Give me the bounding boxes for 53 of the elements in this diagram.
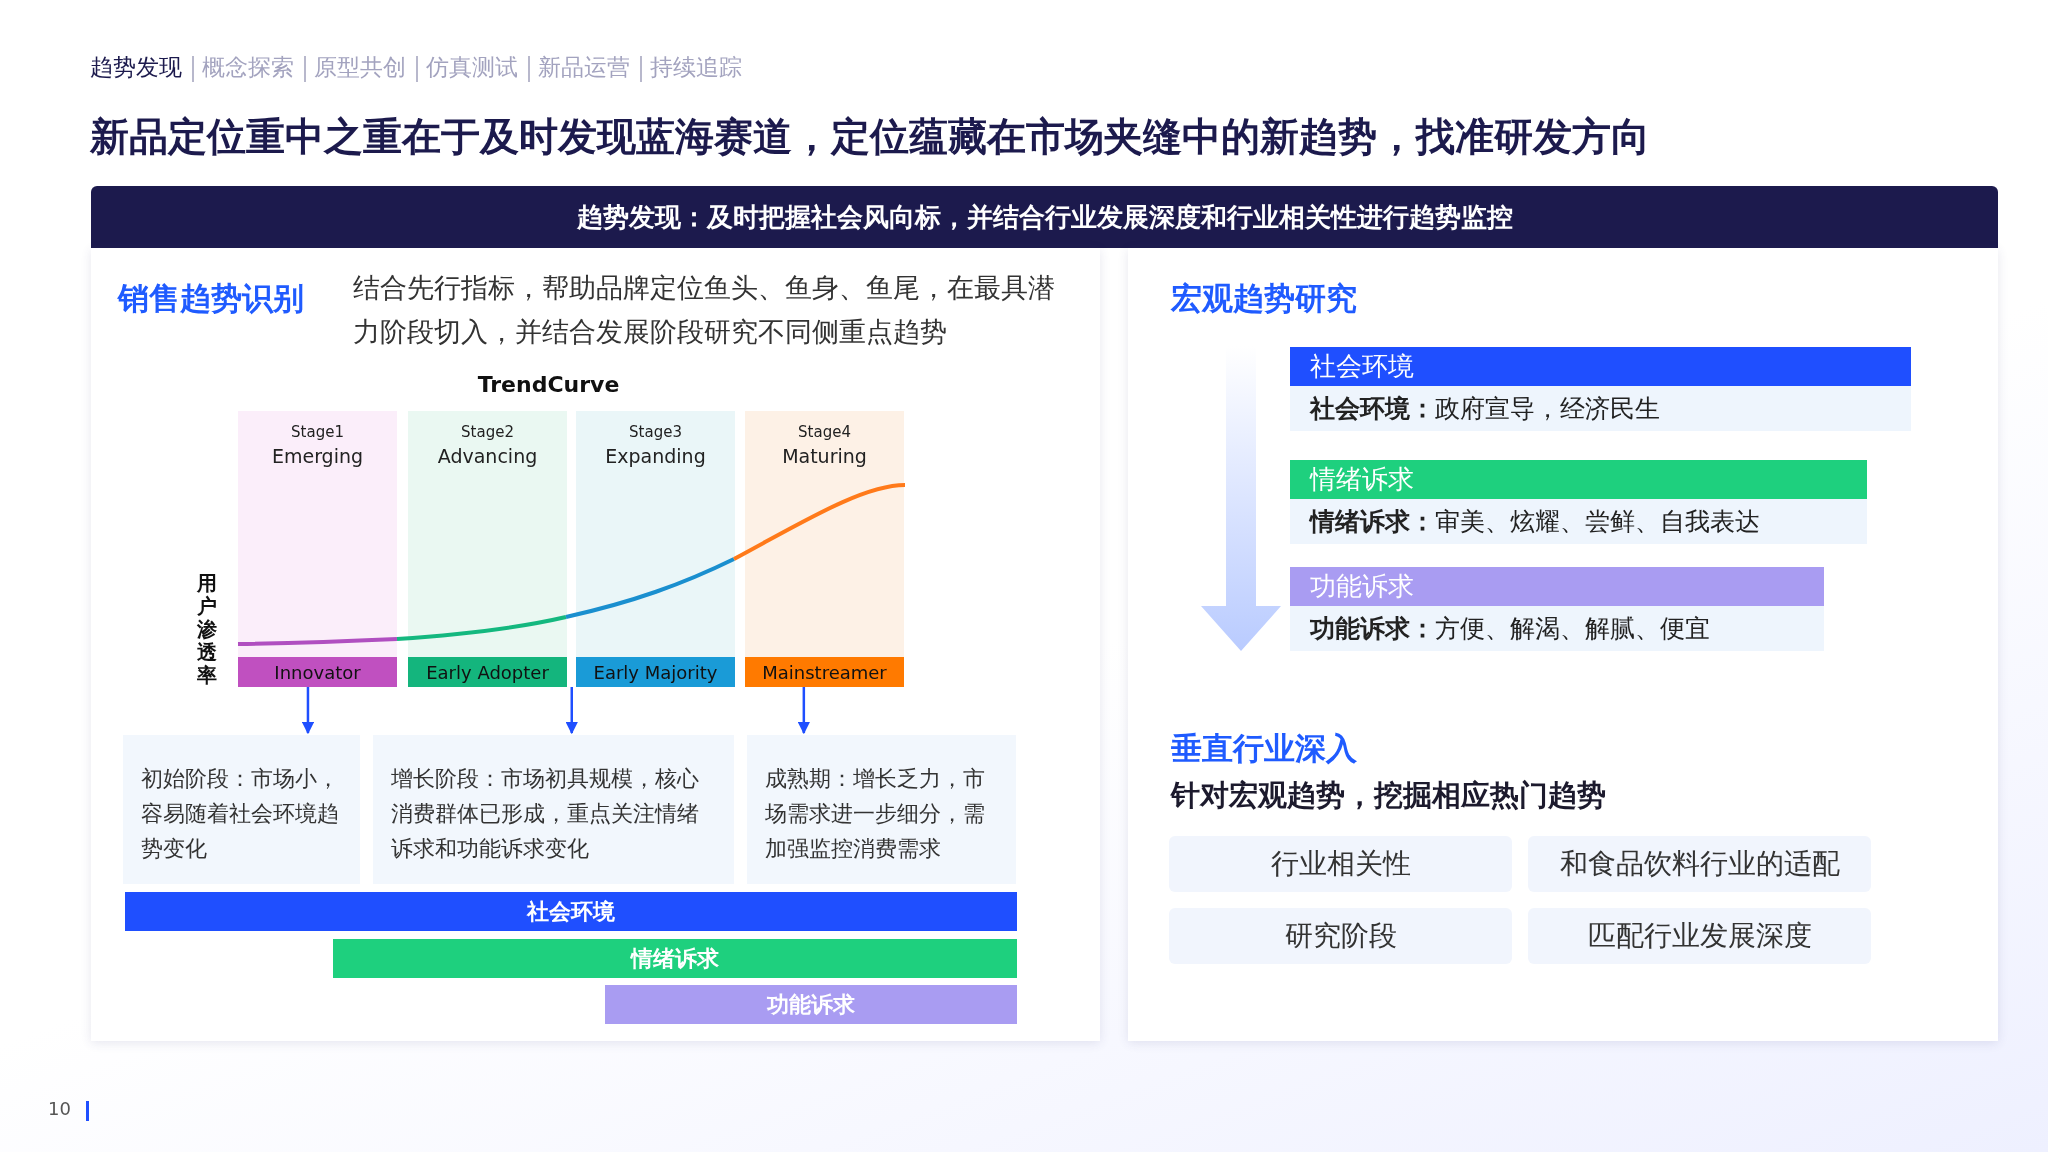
segment-bar: Early Majority [576, 657, 735, 687]
section-heading: 销售趋势识别 [118, 279, 304, 318]
page-number: 10 [48, 1098, 71, 1119]
breadcrumb-item: 趋势发现 [90, 53, 182, 82]
description-box: 初始阶段：市场小，容易随着社会环境趋势变化 [123, 735, 360, 884]
tag-cell: 匹配行业发展深度 [1528, 908, 1871, 964]
breadcrumb-item: 概念探索 [202, 53, 294, 82]
banner-band: 趋势发现：及时把握社会风向标，并结合行业发展深度和行业相关性进行趋势监控 [91, 186, 1998, 248]
description-strip: 功能诉求：方便、解渴、解腻、便宜 [1290, 606, 1824, 651]
stage-name: Emerging [270, 445, 365, 467]
chart-title: TrendCurve [476, 372, 621, 397]
subheading: 针对宏观趋势，挖掘相应热门趋势 [1171, 777, 1606, 814]
stage-column [576, 411, 735, 657]
stage-name: Expanding [604, 445, 707, 467]
section-heading: 宏观趋势研究 [1171, 279, 1357, 318]
segment-bar: Mainstreamer [745, 657, 904, 687]
factor-bar: 情绪诉求 [333, 939, 1017, 978]
axis-label: 用户渗透率 [197, 572, 218, 687]
section-heading: 垂直行业深入 [1171, 729, 1357, 768]
tag-cell: 和食品饮料行业的适配 [1528, 836, 1871, 892]
breadcrumb-item: 新品运营 [538, 53, 630, 82]
stage-number: Stage2 [460, 423, 515, 441]
tag-cell: 行业相关性 [1169, 836, 1512, 892]
stage-name: Maturing [781, 445, 868, 467]
stage-name: Advancing [436, 445, 539, 467]
stage-number: Stage1 [290, 423, 345, 441]
slide-title: 新品定位重中之重在于及时发现蓝海赛道，定位蕴藏在市场夹缝中的新趋势，找准研发方向 [90, 113, 1650, 161]
stage-number: Stage4 [797, 423, 852, 441]
description-box: 成熟期：增长乏力，市场需求进一步细分，需加强监控消费需求 [747, 735, 1016, 884]
category-bar: 社会环境 [1290, 347, 1911, 386]
arrow [565, 687, 578, 735]
stage-column [408, 411, 567, 657]
description-box: 增长阶段：市场初具规模，核心消费群体已形成，重点关注情绪诉求和功能诉求变化 [373, 735, 734, 884]
stage-column [238, 411, 397, 657]
description-text: 结合先行指标，帮助品牌定位鱼头、鱼身、鱼尾，在最具潜力阶段切入，并结合发展阶段研究不同侧重点趋势 [353, 271, 1056, 349]
description-strip: 情绪诉求：审美、炫耀、尝鲜、自我表达 [1290, 499, 1867, 544]
stage-column [745, 411, 904, 657]
factor-bar: 功能诉求 [605, 985, 1017, 1024]
category-bar: 情绪诉求 [1290, 460, 1867, 499]
stage-number: Stage3 [628, 423, 683, 441]
category-bar: 功能诉求 [1290, 567, 1824, 606]
arrow [301, 687, 315, 735]
tag-cell: 研究阶段 [1169, 908, 1512, 964]
factor-bar: 社会环境 [125, 892, 1017, 931]
breadcrumb-item: 仿真测试 [426, 53, 518, 82]
segment-bar: Early Adopter [408, 657, 567, 687]
arrow [797, 687, 811, 735]
breadcrumb-item: 持续追踪 [650, 53, 742, 82]
description-strip: 社会环境：政府宣导，经济民生 [1290, 386, 1911, 431]
segment-bar: Innovator [238, 657, 397, 687]
panel-card [91, 248, 1100, 1041]
panel-card [1128, 248, 1998, 1041]
breadcrumb-item: 原型共创 [314, 53, 406, 82]
